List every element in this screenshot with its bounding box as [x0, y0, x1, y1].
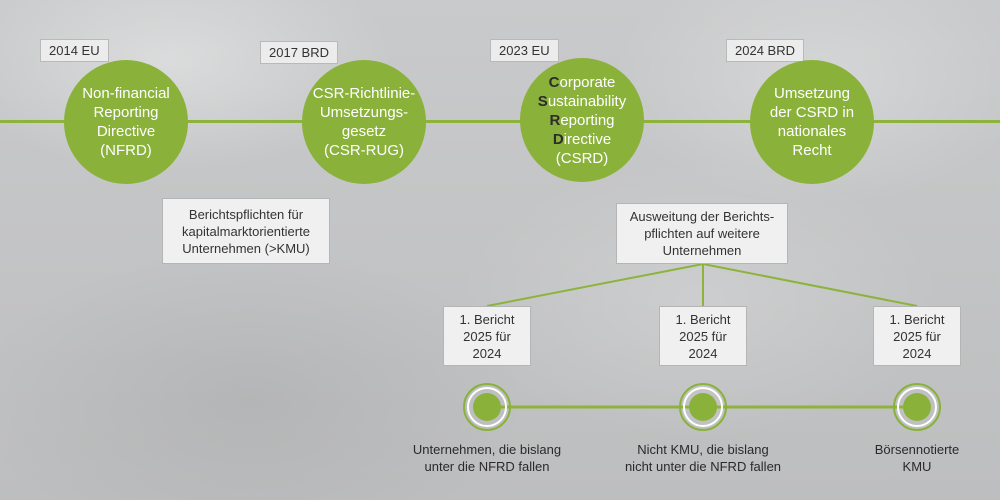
csrd-word-rest: orporate	[559, 73, 616, 91]
node-nfrd-line: (NFRD)	[100, 142, 152, 159]
group-label-line: Nicht KMU, die bislang	[637, 442, 769, 457]
node-nfrd-line: Non-financial	[82, 85, 170, 102]
report-box-line: 2024	[472, 346, 502, 361]
year-tag-2017: 2017 BRD	[260, 41, 338, 64]
node-csr-rug-line: (CSR-RUG)	[324, 142, 404, 159]
node-national-line: Recht	[792, 142, 832, 159]
target-marker-icon	[463, 383, 511, 431]
group-label-line: Börsennotierte	[874, 442, 960, 457]
group-label-listed-sme: Börsennotierte KMU	[857, 441, 977, 475]
group-label-non-sme: Nicht KMU, die bislang nicht unter die N…	[598, 441, 808, 475]
node-csr-rug-line: gesetz	[341, 123, 387, 140]
report-box-3: 1. Bericht 2025 für 2024	[873, 306, 961, 366]
target-marker-icon	[893, 383, 941, 431]
node-csrd: Corporate Sustainability Reporting Direc…	[520, 58, 644, 182]
report-box-line: 1. Bericht	[459, 312, 515, 327]
group-label-line: nicht unter die NFRD fallen	[624, 459, 782, 474]
year-tag-2024: 2024 BRD	[726, 39, 804, 62]
node-nfrd-line: Reporting	[93, 104, 159, 121]
report-box-line: 2025 für	[893, 329, 941, 344]
node-national-line: nationales	[777, 123, 847, 140]
group-label-line: Unternehmen, die bislang	[412, 442, 562, 457]
node-csrd-line: Reporting	[538, 111, 626, 130]
csrd-initial-r: R	[549, 111, 561, 129]
node-nfrd: Non-financial Reporting Directive (NFRD)	[64, 60, 188, 184]
group-label-nfrd-companies: Unternehmen, die bislang unter die NFRD …	[387, 441, 587, 475]
csrd-initial-s: S	[537, 92, 548, 110]
node-csr-rug-line: CSR-Richtlinie-	[312, 85, 416, 102]
year-tag-2014: 2014 EU	[40, 39, 109, 62]
node-csr-rug-line: Umsetzungs-	[319, 104, 409, 121]
node-nfrd-line: Directive	[96, 123, 156, 140]
report-box-line: 1. Bericht	[889, 312, 945, 327]
nfrd-note-line: Berichtspflichten für	[188, 207, 304, 222]
target-marker-icon	[679, 383, 727, 431]
csrd-initial-c: C	[548, 73, 560, 91]
node-national-line: der CSRD in	[769, 104, 855, 121]
report-box-line: 2024	[902, 346, 932, 361]
node-csrd-line: Sustainability	[538, 92, 626, 111]
csrd-word-rest: ustainability	[547, 92, 627, 110]
report-box-line: 2025 für	[679, 329, 727, 344]
report-box-line: 2025 für	[463, 329, 511, 344]
node-csrd-national: Umsetzung der CSRD in nationales Recht	[750, 60, 874, 184]
nfrd-note-line: kapitalmarktorientierte	[182, 224, 310, 239]
report-box-1: 1. Bericht 2025 für 2024	[443, 306, 531, 366]
connector-to-report-1	[486, 263, 704, 307]
group-label-line: KMU	[902, 459, 932, 474]
report-box-line: 1. Bericht	[675, 312, 731, 327]
node-csrd-line: Directive	[538, 130, 626, 149]
nfrd-note-box: Berichtspflichten für kapitalmarktorient…	[162, 198, 330, 264]
node-csrd-line: Corporate	[538, 73, 626, 92]
csrd-word-rest: eporting	[560, 111, 615, 129]
report-box-2: 1. Bericht 2025 für 2024	[659, 306, 747, 366]
timeline-line	[0, 120, 1000, 123]
csrd-word-rest: irective	[563, 130, 612, 148]
node-national-line: Umsetzung	[774, 85, 850, 102]
node-csr-rug: CSR-Richtlinie- Umsetzungs- gesetz (CSR-…	[302, 60, 426, 184]
csrd-note-line: Unternehmen	[662, 243, 742, 258]
csrd-note-line: pflichten auf weitere	[644, 226, 760, 241]
report-box-line: 2024	[688, 346, 718, 361]
csrd-initial-d: D	[552, 130, 564, 148]
nfrd-note-line: Unternehmen (>KMU)	[182, 241, 310, 256]
csrd-note-line: Ausweitung der Berichts-	[629, 209, 775, 224]
connector-to-report-3	[702, 263, 918, 307]
node-csrd-line: (CSRD)	[555, 149, 609, 167]
year-tag-2023: 2023 EU	[490, 39, 559, 62]
csrd-note-box: Ausweitung der Berichts- pflichten auf w…	[616, 203, 788, 264]
group-label-line: unter die NFRD fallen	[424, 459, 550, 474]
